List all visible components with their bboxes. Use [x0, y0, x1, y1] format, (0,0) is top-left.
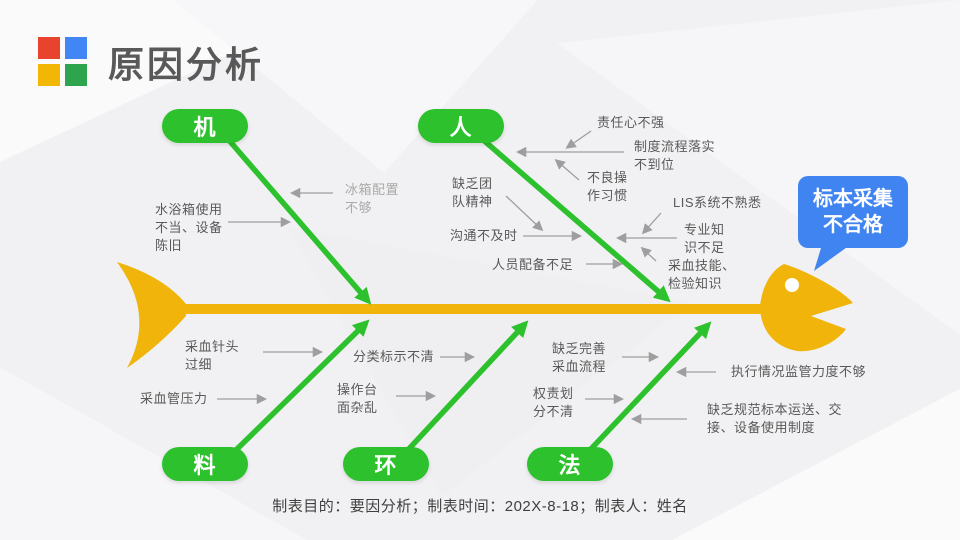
cause-duty-division: 权责划 分不清	[533, 386, 574, 419]
arrow-team-spirit	[505, 195, 544, 232]
category-pill-machine: 机	[162, 109, 248, 143]
logo-square-blue	[65, 37, 87, 59]
cause-transport-rules: 缺乏规范标本运送、交 接、设备使用制度	[707, 402, 843, 435]
cause-responsibility: 责任心不强	[597, 115, 665, 130]
fish-spine	[178, 304, 768, 314]
arrow-bad-habits	[554, 158, 580, 181]
cause-communication: 沟通不及时	[450, 228, 518, 243]
problem-bubble: 标本采集 不合格	[798, 176, 908, 248]
logo-square-green	[65, 64, 87, 86]
cause-bad-habits: 不良操 作习惯	[587, 170, 628, 203]
fish-eye-icon	[785, 278, 799, 292]
cause-team-spirit: 缺乏团 队精神	[452, 176, 493, 209]
cause-system-implementation: 制度流程落实 不到位	[634, 139, 716, 172]
cause-supervision: 执行情况监管力度不够	[731, 364, 867, 379]
bone-method	[588, 321, 712, 452]
page-title: 原因分析	[108, 44, 265, 85]
logo	[38, 37, 87, 86]
cause-labeling: 分类标示不清	[353, 349, 435, 364]
bone-machine	[224, 136, 372, 305]
bone-material	[232, 319, 370, 454]
cause-fridge-config: 冰箱配置 不够	[345, 182, 400, 215]
category-pill-method: 法	[527, 447, 613, 481]
bone-environment	[403, 320, 529, 454]
cause-blood-skill: 采血技能、 检验知识	[668, 258, 736, 291]
cause-needle: 采血针头 过细	[185, 339, 240, 372]
cause-messy-bench: 操作台 面杂乱	[337, 382, 378, 415]
arrow-blood-skill	[640, 246, 657, 262]
fish-head-icon	[760, 264, 853, 352]
logo-square-yellow	[38, 64, 60, 86]
footer-caption: 制表目的：要因分析；制表时间：202X-8-18；制表人：姓名	[272, 498, 688, 515]
category-pill-environment: 环	[343, 447, 429, 481]
cause-staffing: 人员配备不足	[492, 257, 574, 272]
cause-professional-knowledge: 专业知 识不足	[684, 222, 725, 255]
logo-square-red	[38, 37, 60, 59]
cause-blood-process: 缺乏完善 采血流程	[552, 341, 607, 374]
fish-tail-icon	[117, 262, 186, 368]
arrow-responsibility	[565, 130, 592, 149]
bone-man	[479, 135, 671, 303]
cause-arrows	[217, 130, 716, 425]
cause-tube-pressure: 采血管压力	[140, 391, 208, 406]
cause-lis-system: LIS系统不熟悉	[673, 195, 762, 210]
cause-water-bath: 水浴箱使用 不当、设备 陈旧	[155, 202, 223, 253]
category-pill-material: 料	[162, 447, 248, 481]
arrow-lis-system	[641, 212, 662, 235]
category-pill-man: 人	[418, 109, 504, 143]
